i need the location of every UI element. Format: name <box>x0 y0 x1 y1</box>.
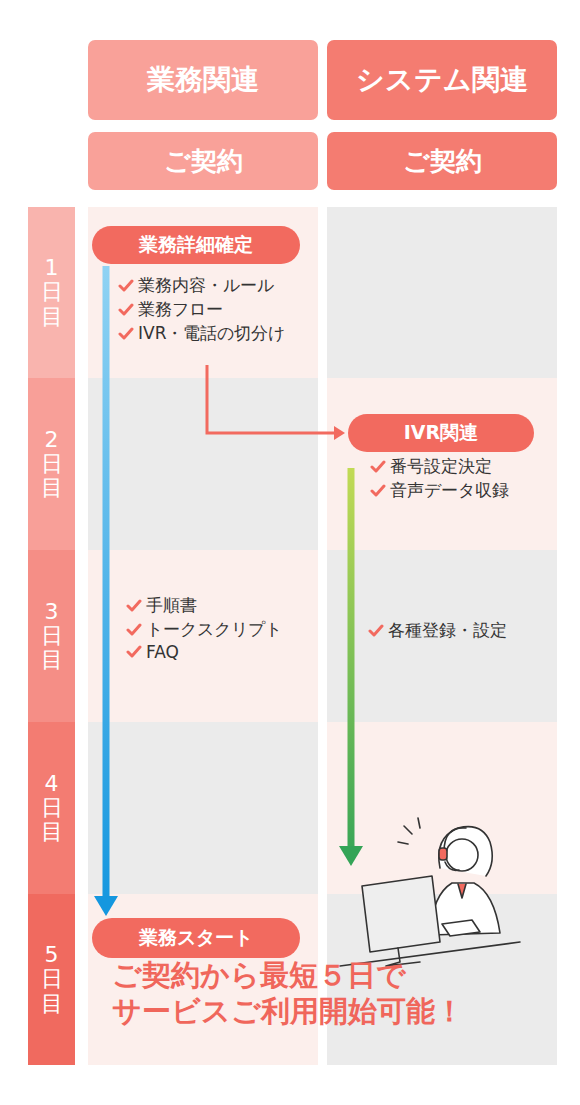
operator-hair <box>439 827 492 876</box>
handoff-arrow-line <box>207 365 336 433</box>
column-cell <box>88 550 318 722</box>
system-timeline-head <box>339 846 363 866</box>
timeline-connector <box>94 266 118 916</box>
spark-lines <box>398 818 420 844</box>
checklist-text: トークスクリプト <box>146 618 282 641</box>
checklist-row: FAQ <box>126 642 179 662</box>
system-timeline-arrow <box>348 468 355 848</box>
monitor-screen <box>362 876 440 952</box>
column-cell <box>88 378 318 550</box>
node-text: IVR関連 <box>404 420 478 446</box>
day-cell: 2日目 <box>28 378 75 550</box>
node-text: システム関連 <box>356 61 528 99</box>
checklist-text: 番号設定決定 <box>390 455 492 478</box>
operator-body <box>430 883 500 935</box>
node-text: ご契約 <box>164 144 243 179</box>
column-cells <box>88 207 557 1065</box>
check-stroke <box>372 462 384 471</box>
node-text: 業務詳細確定 <box>139 232 253 258</box>
phase-pill: 業務スタート <box>92 918 300 958</box>
node-text: 1日目 <box>41 256 63 329</box>
keyboard <box>442 920 480 936</box>
column-cell <box>327 378 557 550</box>
operator-tie <box>458 884 466 898</box>
checklist-text: 手順書 <box>146 594 197 617</box>
check-stroke <box>370 626 382 635</box>
check-stroke <box>128 647 140 656</box>
connector-line <box>103 266 110 898</box>
check-stroke <box>128 625 140 634</box>
checklist-row: トークスクリプト <box>126 618 282 641</box>
node-text: 業務スタート <box>139 925 253 951</box>
check-stroke <box>372 486 384 495</box>
column-cell <box>327 550 557 722</box>
handoff-arrow-head <box>334 426 345 440</box>
check-stroke <box>120 329 132 338</box>
check-stroke <box>128 601 140 610</box>
checklist-row: IVR・電話の切分け <box>118 322 285 345</box>
check-mark <box>126 599 142 613</box>
column-header: システム関連 <box>327 40 557 120</box>
checklist-row: 番号設定決定 <box>370 455 492 478</box>
day-cell: 4日目 <box>28 722 75 894</box>
headline-text: ご契約から最短５日で サービスご利用開始可能！ <box>112 957 562 1030</box>
day-cell: 5日目 <box>28 894 75 1065</box>
node-text: ご契約 <box>403 144 482 179</box>
check-mark <box>118 279 134 293</box>
operator-head <box>446 839 478 871</box>
check-mark <box>370 460 386 474</box>
checklist-text: 業務フロー <box>138 298 223 321</box>
checklist-row: 手順書 <box>126 594 197 617</box>
headset-ear <box>439 848 447 860</box>
check-stroke <box>120 305 132 314</box>
checklist-row: 業務フロー <box>118 298 223 321</box>
column-cell <box>327 722 557 894</box>
column-cell <box>88 722 318 894</box>
node-text: 5日目 <box>41 943 63 1016</box>
checklist-text: 各種登録・設定 <box>388 619 507 642</box>
connector-head <box>94 896 118 916</box>
operator-illustration <box>340 818 520 966</box>
day-cell: 1日目 <box>28 207 75 378</box>
contract-box: ご契約 <box>327 132 557 190</box>
check-mark <box>370 484 386 498</box>
headline-row: ご契約から最短５日で サービスご利用開始可能！ <box>112 957 562 1030</box>
checklist-text: IVR・電話の切分け <box>138 322 285 345</box>
column-cell <box>88 207 318 378</box>
checklist-text: 音声データ収録 <box>390 479 509 502</box>
node-text: 業務関連 <box>147 61 259 99</box>
checklist-text: FAQ <box>146 642 179 662</box>
checklist-text: 業務内容・ルール <box>138 274 274 297</box>
checklist-row: 各種登録・設定 <box>368 619 507 642</box>
phase-pill: IVR関連 <box>348 414 534 452</box>
day-cell: 3日目 <box>28 550 75 722</box>
check-mark <box>118 327 134 341</box>
node-text: 4日目 <box>41 772 63 845</box>
check-mark <box>368 624 384 638</box>
decorations <box>207 365 363 866</box>
node-text: 3日目 <box>41 600 63 673</box>
check-mark <box>126 645 142 659</box>
checklist-row: 業務内容・ルール <box>118 274 274 297</box>
column-cell <box>327 207 557 378</box>
contract-box: ご契約 <box>88 132 318 190</box>
check-stroke <box>120 281 132 290</box>
headset-mic <box>445 862 459 870</box>
checklist-row: 音声データ収録 <box>370 479 509 502</box>
phase-pill: 業務詳細確定 <box>92 226 300 264</box>
check-mark <box>118 303 134 317</box>
headset-band <box>444 828 466 852</box>
node-text: 2日目 <box>41 428 63 501</box>
check-mark <box>126 623 142 637</box>
column-header: 業務関連 <box>88 40 318 120</box>
